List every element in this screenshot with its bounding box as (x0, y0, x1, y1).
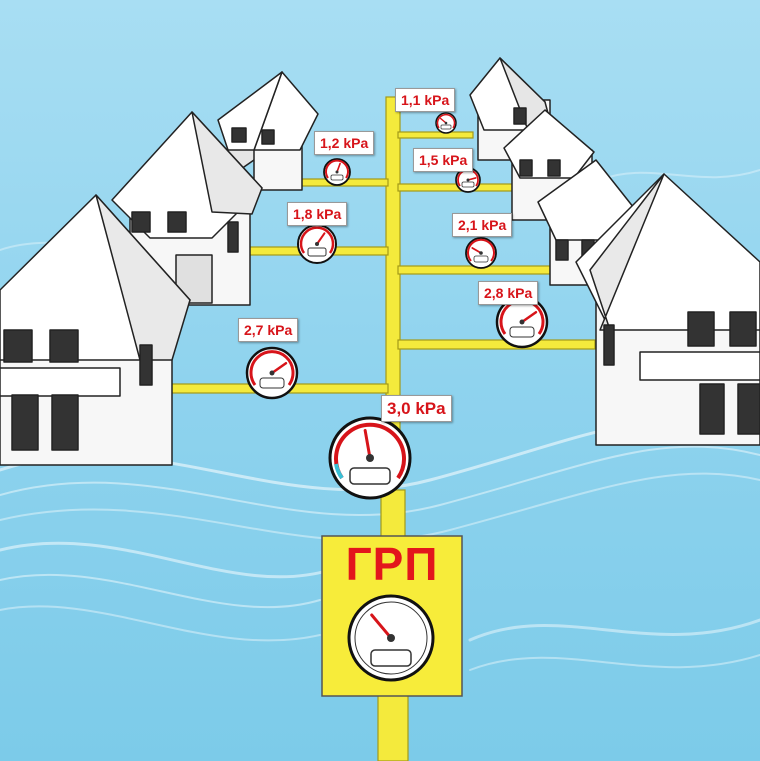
gauge-p12 (323, 158, 351, 186)
pressure-label-main: 3,0 kPa (381, 395, 452, 422)
gauge-needle (336, 162, 341, 173)
gauge-needle (316, 232, 326, 245)
house-left-near (0, 194, 191, 466)
pressure-label-p28: 2,8 kPa (478, 281, 539, 305)
pressure-label-p27: 2,7 kPa (238, 318, 299, 342)
house-left-middle (111, 111, 263, 306)
gauge-needle (520, 310, 538, 324)
station-label: ГРП (345, 538, 439, 590)
pressure-label-p18: 1,8 kPa (287, 202, 348, 226)
house-right-near (575, 173, 760, 446)
gauge-needle (370, 613, 393, 640)
pipe-riser (385, 96, 401, 431)
pressure-label-p21: 2,1 kPa (452, 213, 513, 237)
gauge-needle (270, 361, 288, 375)
pipe-main-bottom (377, 689, 409, 761)
gauge-p11 (435, 112, 457, 134)
gauge-station (347, 594, 435, 682)
pipe-branch-p28 (397, 339, 596, 350)
pressure-label-p12: 1,2 kPa (314, 131, 375, 155)
pressure-label-p11: 1,1 kPa (395, 88, 456, 112)
gauge-p27 (245, 346, 299, 400)
pipe-branch-p15 (397, 183, 514, 192)
gauge-p21 (465, 237, 497, 269)
pressure-label-p15: 1,5 kPa (413, 148, 474, 172)
gauge-main (328, 416, 412, 500)
pipe-branch-p11 (397, 131, 474, 139)
gauge-p18 (297, 224, 337, 264)
gauge-needle (363, 428, 372, 460)
pipe-main-trunk (380, 489, 406, 539)
